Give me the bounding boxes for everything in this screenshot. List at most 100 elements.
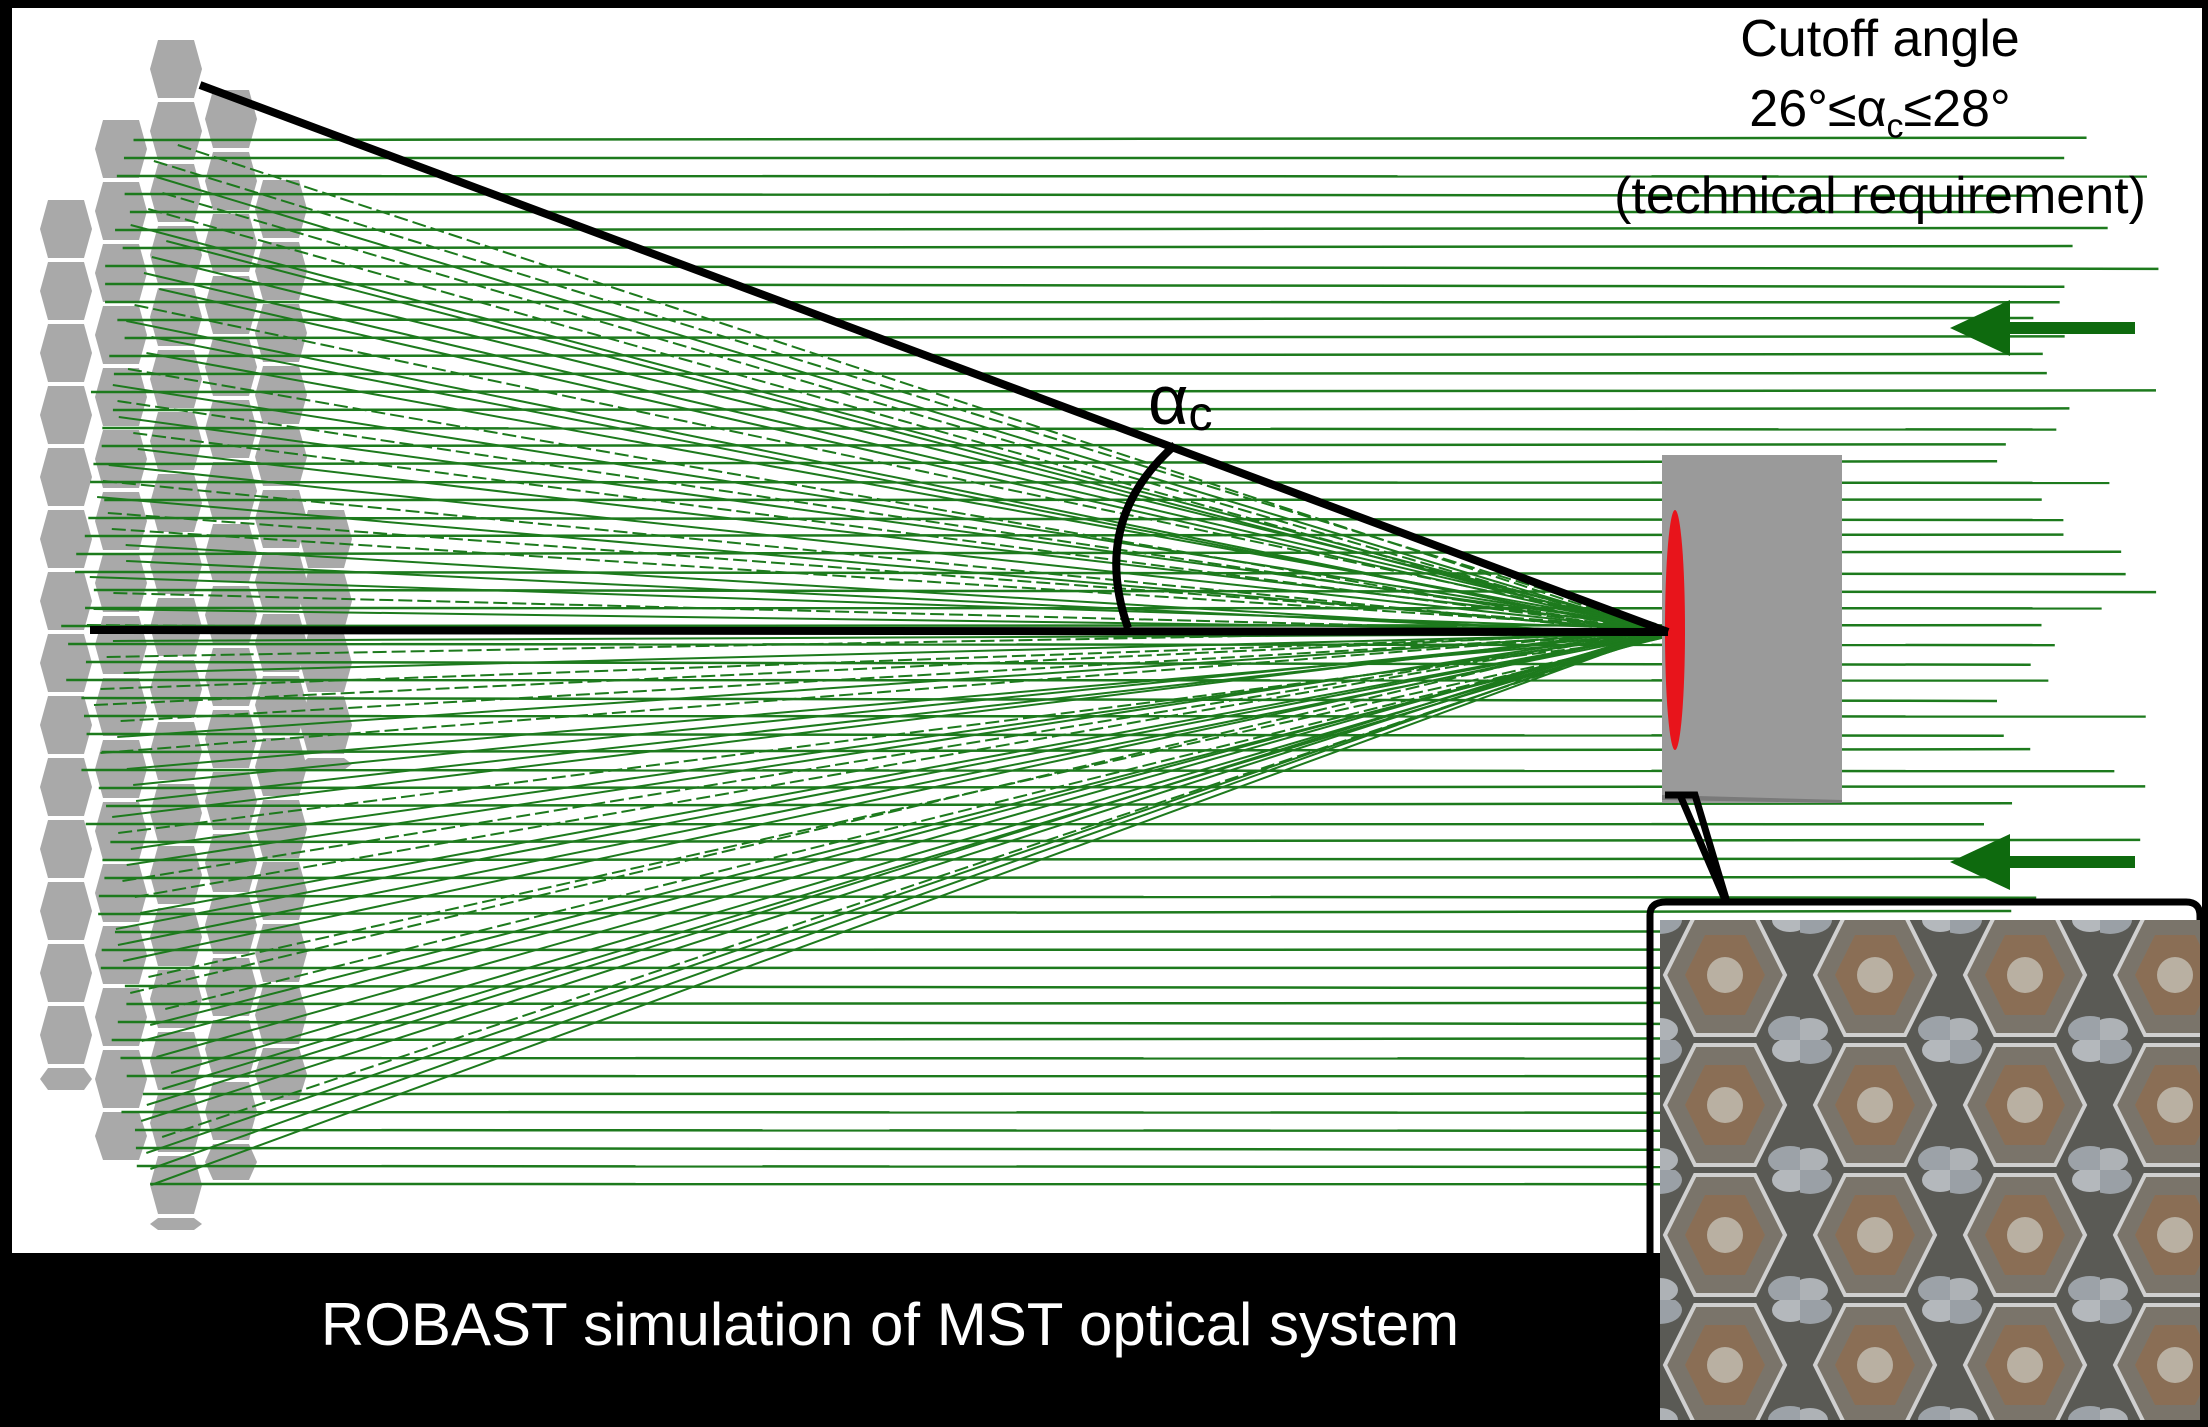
reflected-ray [156,176,1669,635]
mirror-facet [150,660,202,718]
reflected-ray [141,632,1669,1042]
incoming-ray [117,316,2034,322]
mirror-facet [255,304,307,362]
left-arrow-icon [1950,300,2135,356]
incoming-ray [124,335,2065,340]
mirror-facet [40,200,92,258]
mirror-facet [255,862,307,920]
reflected-ray [126,560,1669,637]
mirror-facet [255,676,307,734]
incoming-ray [122,244,2073,250]
reflected-ray [177,144,1669,635]
reflected-ray [118,416,1669,629]
reflected-ray [146,629,1669,1154]
reflected-ray [153,160,1669,629]
reflected-ray [89,576,1669,631]
reflected-ray [156,629,1669,1058]
incoming-ray [98,894,2037,899]
reflected-ray [140,630,1669,914]
mirror-facet [205,152,257,210]
incoming-ray [102,857,1990,862]
mirror-facet [40,262,92,320]
mirror-facet [300,696,352,754]
reflected-ray [150,629,1669,1186]
reflected-ray [112,626,1669,818]
mirror-facet [40,1006,92,1064]
reflected-ray [151,256,1669,630]
incoming-ray [124,192,2035,197]
mirror-facet [205,896,257,954]
mirror-facet [205,710,257,768]
cutoff-note: (technical requirement) [1614,167,2146,226]
mirror-facet [255,552,307,610]
incoming-ray [109,352,2043,358]
reflected-ray [130,224,1669,632]
reflected-ray [117,400,1669,633]
incoming-ray [105,282,2065,288]
mirror-facet [205,462,257,520]
incoming-ray [98,909,2012,916]
inset-callout [1646,791,2204,1420]
mirror-facet [40,696,92,754]
incoming-ray [110,838,2141,844]
mirror-facet [40,758,92,816]
reflected-ray [140,628,1669,1122]
mirror-facet [205,214,257,272]
cutoff-range: 26°≤αc≤28° [1749,80,2011,146]
mirror-facet [40,448,92,506]
reflected-ray [146,627,1669,1106]
reflected-ray [162,192,1669,636]
reflected-ray [120,631,1669,722]
incoming-ray [105,264,2159,271]
reflected-ray [143,272,1669,632]
angle-label: αc [1148,361,1213,441]
mirror-facet [40,324,92,382]
incoming-ray [102,426,2057,431]
camera [1662,455,1842,803]
mirror-facet [95,368,147,426]
mirror-facet [95,120,147,178]
caption: ROBAST simulation of MST optical system [320,1291,1460,1358]
mirror-facet [95,244,147,302]
reflected-ray [137,448,1669,630]
mirror-facet [150,1218,202,1230]
cone-edge-line [198,81,1670,636]
reflected-ray [148,635,1669,978]
reflected-ray [122,628,1669,882]
mirror-facet [150,970,202,1028]
mirror-facet [150,102,202,160]
reflected-ray [100,629,1669,754]
mirror-facet [95,1050,147,1108]
reflected-ray [146,352,1669,630]
incoming-ray [112,407,2070,412]
mirror-facet [255,800,307,858]
mirror-facet [300,572,352,630]
mirror-facet [95,802,147,860]
mirror-facet [205,772,257,830]
reflected-ray [165,634,1669,1010]
incoming-ray [113,371,2047,376]
incoming-ray [90,389,2156,394]
reflected-ray [107,512,1669,631]
mirror-facet [40,386,92,444]
reflected-ray [117,629,1669,738]
mirror-facet [205,338,257,396]
incoming-ray [104,875,1993,880]
mirror-facet [95,1112,147,1160]
mirror-facet [40,634,92,692]
reflected-ray [112,384,1669,630]
reflected-ray [150,627,1669,1170]
mirror-facet [255,428,307,486]
mirror-facet [95,678,147,736]
reflected-ray [111,528,1669,631]
mirror-facet [40,572,92,630]
mirror-facet [150,40,202,98]
optical-axis [89,626,1669,636]
reflected-ray [115,630,1669,930]
incoming-ray [101,443,2006,448]
left-arrow-icon [1950,834,2135,890]
angle-arc [1112,442,1178,630]
reflected-ray [123,632,1669,674]
mirror-facet [255,1048,307,1100]
